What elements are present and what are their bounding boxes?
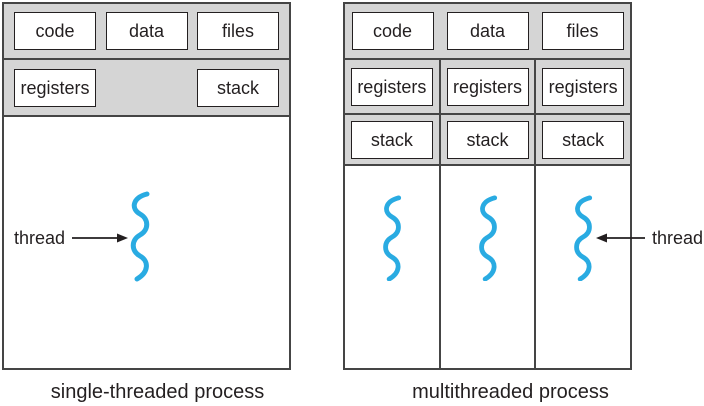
thread-label: thread [14,228,66,248]
files-box: files [541,12,624,50]
code-box: code [14,12,96,50]
registers-box: registers [542,67,625,106]
right-arrow-icon [72,233,129,243]
thread-area [536,166,630,368]
multithreaded-process-box: code data files registers stack [343,2,632,370]
stack-band: stack [345,115,439,166]
caption-multithreaded: multithreaded process [412,381,609,403]
thread-squiggle-icon [574,195,593,281]
registers-box: registers [14,68,96,107]
registers-band: registers [345,60,439,115]
thread-area [345,166,439,368]
top-cell: files [535,12,630,50]
process-resources-band: code data files [4,4,289,60]
thread-squiggle-path [574,195,593,281]
stack-band: stack [536,115,631,166]
stack-box: stack [350,120,433,159]
top-cell: data [440,12,535,50]
thread-squiggle-path [383,195,401,281]
thread-resources-band: registers stack [4,60,289,117]
data-box: data [446,12,529,50]
thread-columns: registers stack registers stack [345,60,631,368]
data-box: data [105,12,188,50]
process-resources-band: code data files [345,4,630,60]
thread-squiggle-icon [130,191,150,282]
left-thread-pointer: thread [14,229,129,247]
arrow-head [596,233,607,243]
files-box: files [197,12,279,50]
stack-box: stack [197,68,279,107]
thread-squiggle-path [478,195,497,281]
thread-squiggle-path [130,191,150,282]
thread-column-1: registers stack [345,60,441,368]
top-cell: code [345,12,440,50]
thread-squiggle-icon [383,195,401,281]
thread-squiggle-icon [478,195,497,281]
caption-single-threaded: single-threaded process [50,381,265,403]
thread-column-3: registers stack [536,60,631,368]
thread-column-2: registers stack [440,60,537,368]
stack-band: stack [440,115,535,166]
code-box: code [351,12,434,50]
registers-band: registers [440,60,535,115]
registers-band: registers [536,60,631,115]
thread-area [441,166,535,368]
left-arrow-icon [596,233,645,243]
registers-box: registers [350,67,433,106]
arrow-head [117,233,129,243]
single-threaded-process-box: code data files registers stack [2,2,291,370]
thread-label: thread [652,228,704,248]
stack-box: stack [542,120,625,159]
right-thread-pointer: thread [596,229,703,247]
stack-box: stack [446,120,529,159]
registers-box: registers [446,67,529,106]
